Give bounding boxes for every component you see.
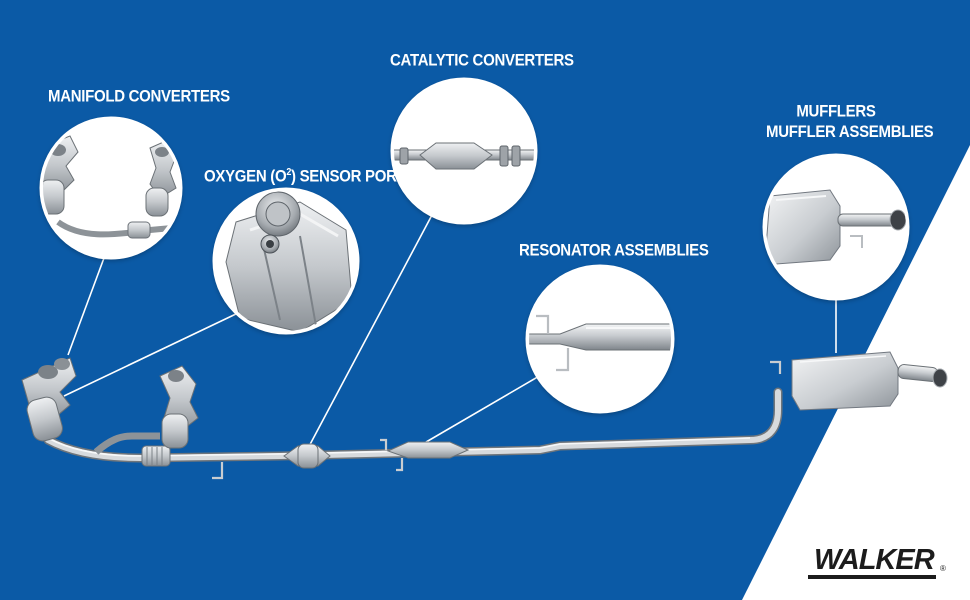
muffler-bubble-ring xyxy=(762,153,910,301)
main-muffler xyxy=(791,351,948,411)
walker-logo-text: WALKER xyxy=(814,544,935,576)
label-mufflers-line2: MUFFLER ASSEMBLIES xyxy=(766,123,934,142)
walker-logo: WALKER ® xyxy=(808,540,948,580)
exhaust-system xyxy=(21,351,948,480)
main-catalytic-converter xyxy=(283,443,331,469)
label-manifold-converters: MANIFOLD CONVERTERS xyxy=(48,87,230,106)
walker-logo-trademark: ® xyxy=(940,564,946,573)
muffler-bubble-image xyxy=(766,157,906,297)
resonator-bubble-image xyxy=(529,268,671,410)
left-manifold xyxy=(21,357,77,442)
oxygen-sensor-bubble-ring xyxy=(212,187,360,335)
leader-line-catalytic xyxy=(305,214,433,453)
label-oxygen-sensor-ports: OXYGEN (O2) SENSOR PORTS xyxy=(204,162,415,187)
label-resonator-assemblies: RESONATOR ASSEMBLIES xyxy=(519,241,709,260)
label-oxygen-suffix: ) SENSOR PORTS xyxy=(291,167,416,186)
label-oxygen-prefix: OXYGEN (O xyxy=(204,167,287,186)
label-catalytic-converters: CATALYTIC CONVERTERS xyxy=(390,51,574,70)
catalytic-bubble-image xyxy=(394,81,534,221)
label-mufflers: MUFFLERS MUFFLER ASSEMBLIES xyxy=(766,101,934,142)
label-oxygen-subscript: 2 xyxy=(286,166,292,178)
leader-line-manifold xyxy=(67,257,105,356)
flex-joint-ribs xyxy=(146,447,163,465)
right-manifold xyxy=(159,365,199,449)
leader-line-resonator xyxy=(420,374,542,446)
main-pipe-highlight xyxy=(47,437,751,457)
oxygen-sensor-bubble-image xyxy=(216,191,356,331)
walker-logo-underline xyxy=(808,575,936,579)
flex-joint xyxy=(141,445,171,467)
leader-line-oxygen xyxy=(63,312,239,397)
manifold-bubble-ring xyxy=(39,116,183,260)
main-resonator xyxy=(386,441,470,459)
label-mufflers-line1: MUFFLERS xyxy=(796,102,876,121)
catalytic-bubble-ring xyxy=(390,77,538,225)
manifold-bubble-image xyxy=(43,120,179,256)
leader-lines xyxy=(63,214,837,453)
resonator-bubble-ring xyxy=(525,264,675,414)
y-pipe xyxy=(93,432,160,455)
